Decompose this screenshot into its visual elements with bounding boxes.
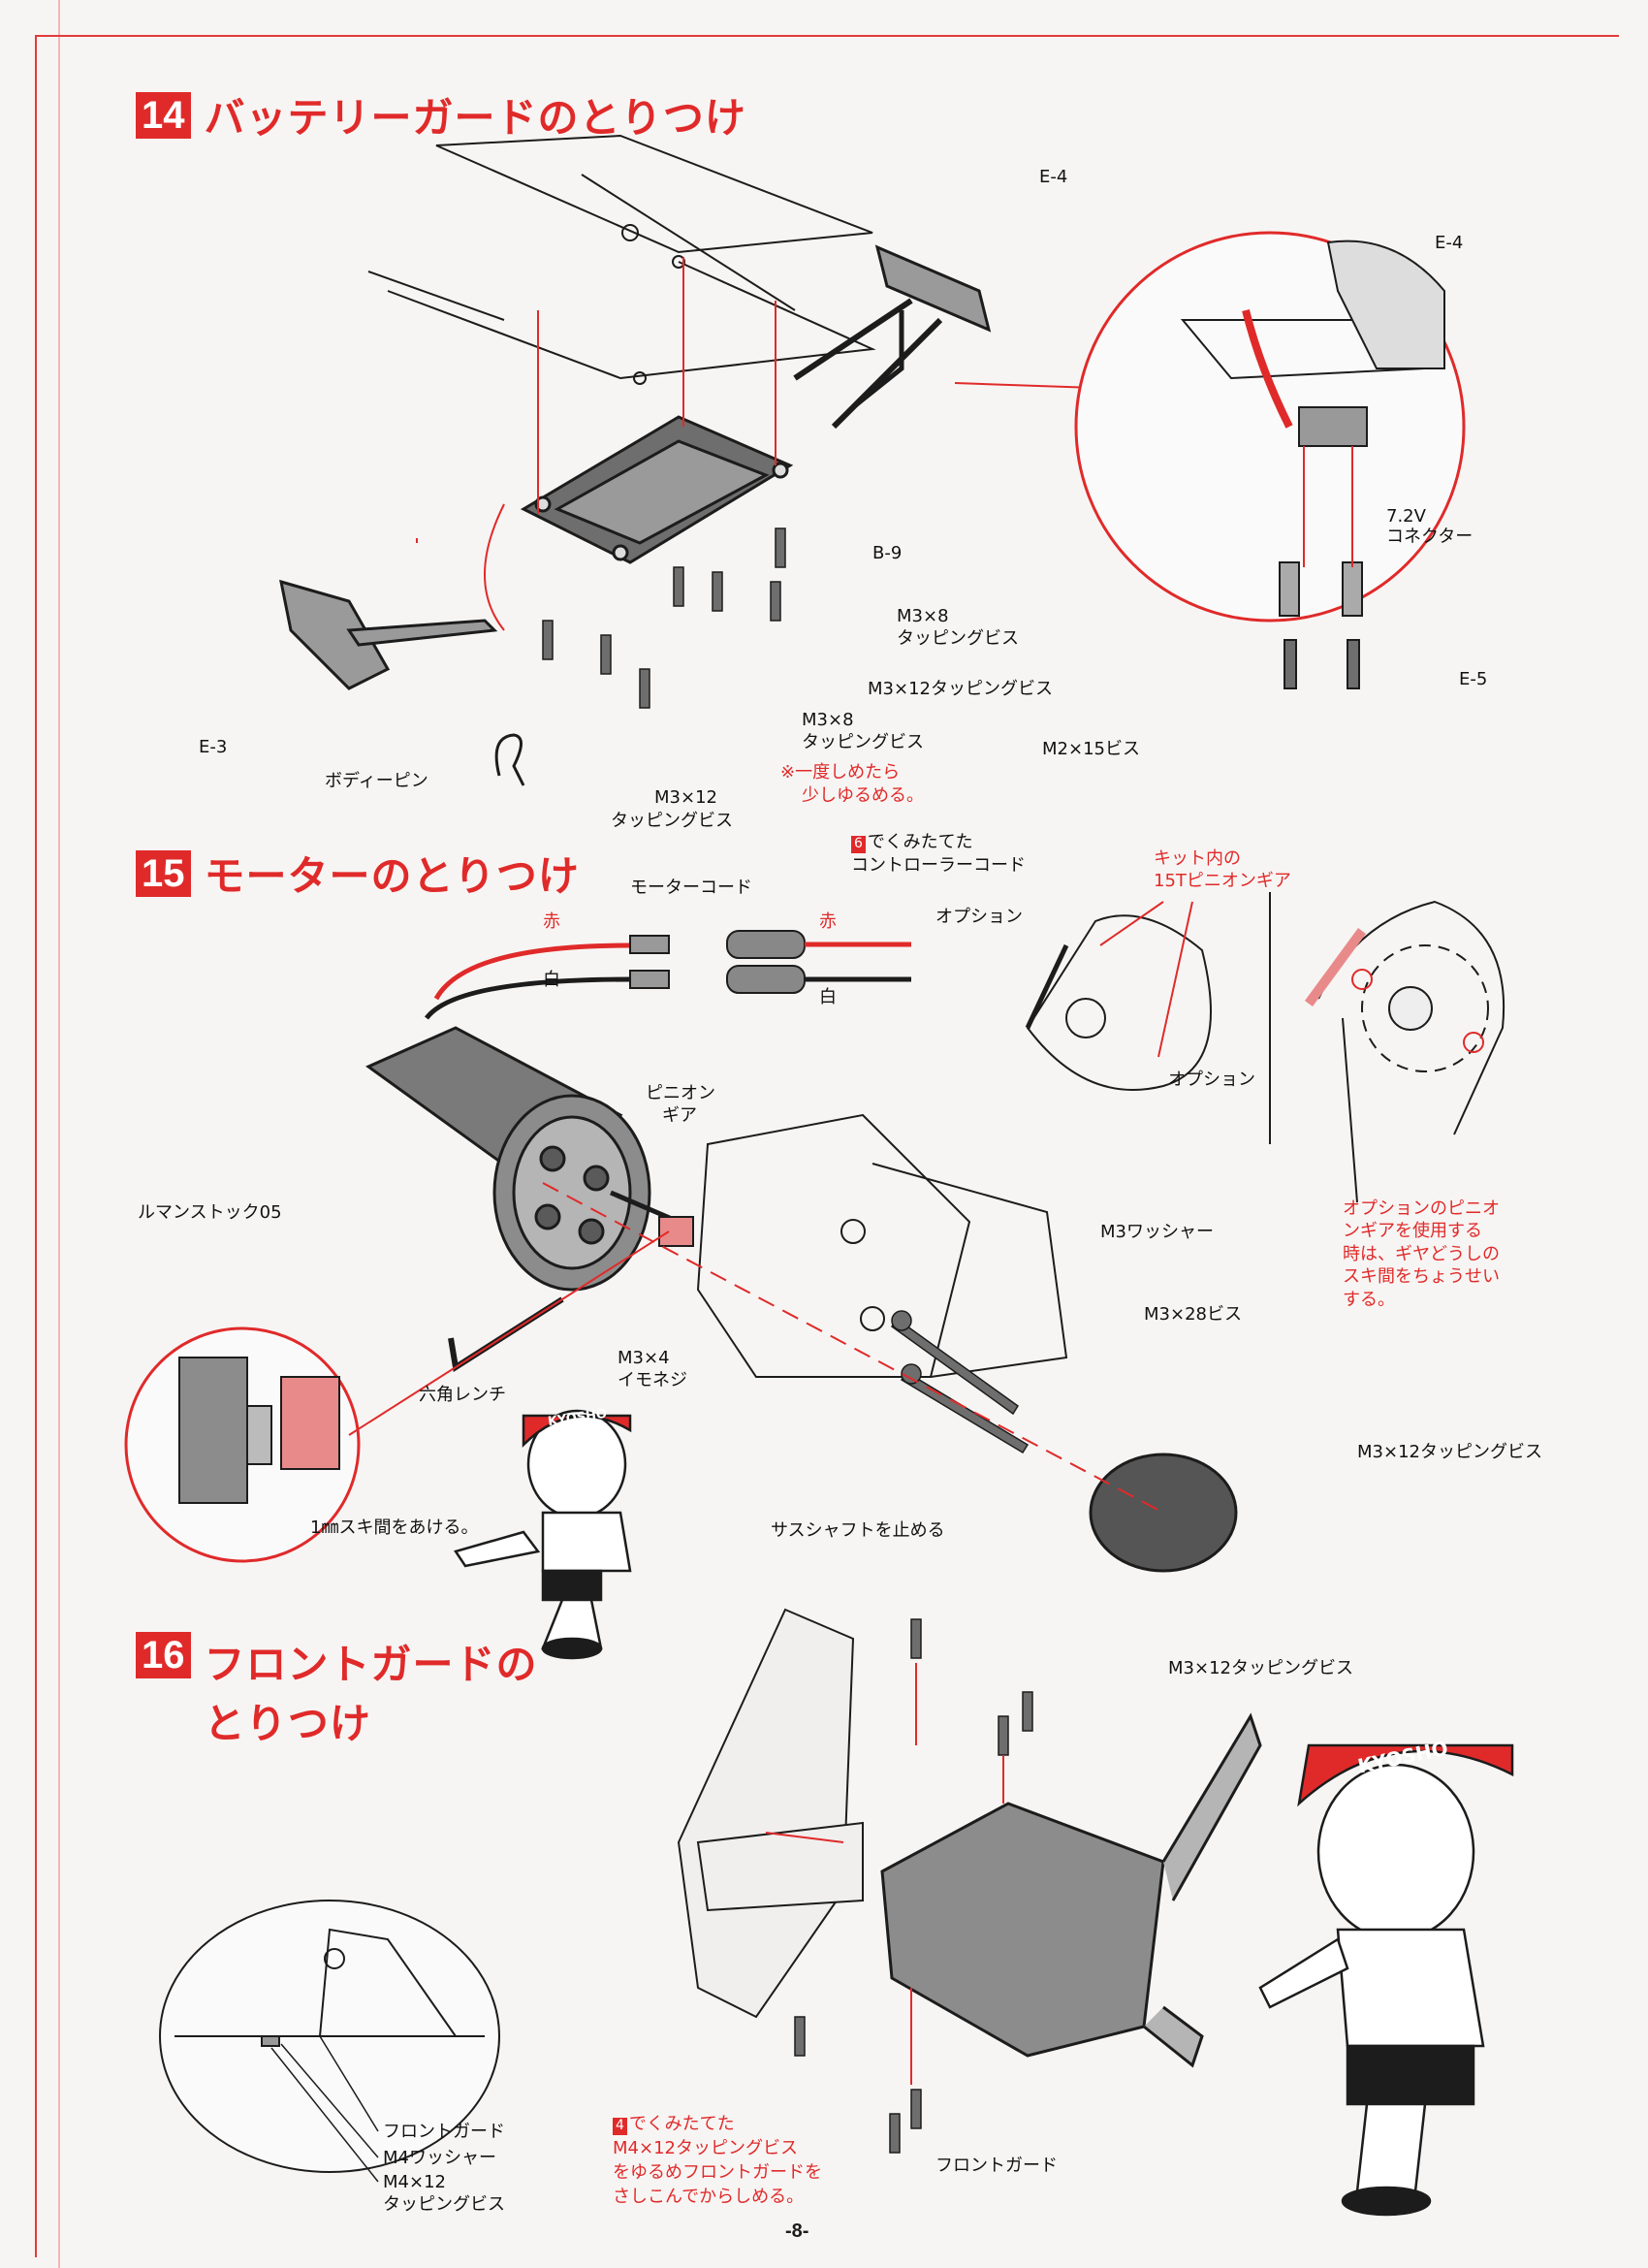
screws-section16 — [794, 1618, 1033, 2154]
gearbox-illustration — [696, 1113, 1068, 1378]
label-motor-cord: モーターコード — [630, 878, 752, 898]
section-15-number: 15 — [136, 849, 191, 897]
bracket-e3 — [279, 579, 498, 690]
label-m3x12-tap-15: M3×12タッピングビス — [1357, 1442, 1542, 1462]
label-e4-top: E-4 — [1039, 167, 1068, 187]
pinion-gear — [658, 1216, 694, 1247]
label-m3x12-tap-16: M3×12タッピングビス — [1168, 1658, 1353, 1678]
label-assembled-text1: でくみたてた — [628, 2114, 735, 2134]
section-16-title-line2: とりつけ — [204, 1700, 371, 1747]
label-pinion-line1: ピニオン — [646, 1083, 715, 1103]
label-e5: E-5 — [1459, 669, 1488, 689]
label-m3x12-b-line2: タッピングビス — [611, 811, 733, 831]
battery-tray-b9 — [520, 415, 794, 564]
label-set-screw-line2: イモネジ — [618, 1370, 687, 1390]
label-front-guard-detail: フロントガード — [383, 2122, 505, 2142]
adjust-arrow-right — [1304, 928, 1367, 1006]
section-15-heading: 15 モーターのとりつけ — [136, 844, 580, 903]
label-m3x12-b-line1: M3×12 — [654, 787, 717, 808]
label-m4-washer: M4ワッシャー — [383, 2148, 496, 2168]
mascot-pointing-center — [454, 1409, 632, 1660]
label-m3x12-tap-right: M3×12タッピングビス — [868, 679, 1053, 699]
label-set-screw-line1: M3×4 — [618, 1348, 670, 1368]
kit-pinion-leaders — [1099, 901, 1193, 1058]
pinion-gap-detail — [178, 1357, 340, 1504]
front-guard-detail-drawing — [174, 1928, 485, 2047]
motor-illustration — [365, 1026, 680, 1292]
label-option-note: オプションのピニオ ンギアを使用する 時は、ギヤどうしの スキ間をちょうせい す… — [1343, 1198, 1500, 1310]
label-m3-washer: M3ワッシャー — [1100, 1222, 1214, 1242]
label-red-left: 赤 — [543, 911, 560, 932]
section-14-heading: 14 バッテリーガードのとりつけ — [136, 85, 746, 144]
label-gap: 1㎜スキ間をあける。 — [310, 1517, 479, 1538]
label-option-left: オプション — [935, 907, 1023, 927]
red-guide-lines-14 — [416, 257, 1096, 631]
mascot-pointing-right — [1258, 1743, 1514, 2217]
label-body-pin: ボディーピン — [325, 771, 428, 791]
label-hex-wrench: 六角レンチ — [419, 1385, 506, 1405]
label-kit-pinion-line2: 15Tピニオンギア — [1154, 871, 1291, 891]
label-m3x28: M3×28ビス — [1144, 1304, 1242, 1325]
front-guard-illustration — [880, 1712, 1262, 2068]
screws-section14 — [542, 527, 786, 709]
ref-number-4: 4 — [613, 2118, 627, 2135]
label-motor-name: ルマンストック05 — [138, 1202, 282, 1223]
section-16-heading: 16 フロントガードの とりつけ — [136, 1632, 538, 1750]
label-note-line1: ※一度しめたら — [780, 762, 901, 783]
label-white-right: 白 — [819, 987, 837, 1007]
battery-guard-e4 — [793, 244, 992, 430]
motor-cords — [425, 930, 911, 1020]
label-note-line2: 少しゆるめる。 — [802, 785, 924, 806]
label-kit-pinion-line1: キット内の — [1154, 848, 1241, 869]
red-guide-lines-16 — [765, 1663, 1004, 2085]
page-frame — [35, 35, 1619, 2257]
label-controller-cord-line2: コントローラーコード — [851, 855, 1026, 876]
m3x28-screws — [890, 1310, 1030, 1454]
label-red-right: 赤 — [819, 911, 837, 932]
body-pin-illustration — [494, 733, 525, 786]
label-assembled-line4: さしこんでからしめる。 — [613, 2187, 805, 2207]
label-front-guard: フロントガード — [935, 2156, 1058, 2176]
page-margin-line — [58, 0, 60, 2268]
label-m3x8-b-line2: タッピングビス — [802, 732, 924, 752]
front-suspension-illustration — [677, 1608, 864, 2019]
label-option-right: オプション — [1168, 1070, 1255, 1090]
label-b9: B-9 — [872, 543, 903, 563]
label-e3: E-3 — [199, 737, 228, 757]
label-7-2v: 7.2V — [1386, 506, 1426, 527]
motor-cover-kyosho — [1089, 1453, 1238, 1573]
label-m3x8-a-line1: M3×8 — [897, 606, 949, 626]
section-14-title: バッテリーガードのとりつけ — [204, 94, 746, 142]
section-16-number: 16 — [136, 1632, 191, 1678]
label-susp-shaft: サスシャフトを止める — [771, 1520, 945, 1541]
page-number: -8- — [785, 2220, 809, 2242]
label-e4-circle: E-4 — [1435, 233, 1464, 253]
section-16-title-block: フロントガードの とりつけ — [205, 1632, 538, 1750]
label-m4x12-line2: タッピングビス — [383, 2194, 505, 2215]
label-m4x12-line1: M4×12 — [383, 2172, 446, 2192]
gear-mesh-diagram — [1026, 892, 1505, 1203]
detail-leaders — [270, 2035, 379, 2183]
chassis-frame-illustration — [367, 134, 876, 385]
label-white-left: 白 — [543, 970, 560, 990]
label-m3x8-b-line1: M3×8 — [802, 710, 854, 730]
label-m2x15: M2×15ビス — [1042, 739, 1140, 759]
label-assembled-line2: M4×12タッピングビス — [613, 2138, 798, 2158]
label-m3x8-a-line2: タッピングビス — [897, 628, 1019, 649]
ref-number-6: 6 — [851, 836, 866, 853]
label-pinion-line2: ギア — [662, 1105, 697, 1126]
adjust-arrow-left — [1025, 943, 1069, 1030]
connector-zoom-illustration — [1180, 240, 1445, 689]
label-controller-cord-text1: でくみたてた — [867, 832, 973, 852]
section-15-title: モーターのとりつけ — [204, 852, 580, 900]
label-connector: コネクター — [1386, 527, 1474, 547]
section-16-title-line1: フロントガードの — [204, 1641, 538, 1688]
label-assembled-line3: をゆるめフロントガードを — [613, 2162, 822, 2183]
section-14-number: 14 — [136, 91, 191, 139]
